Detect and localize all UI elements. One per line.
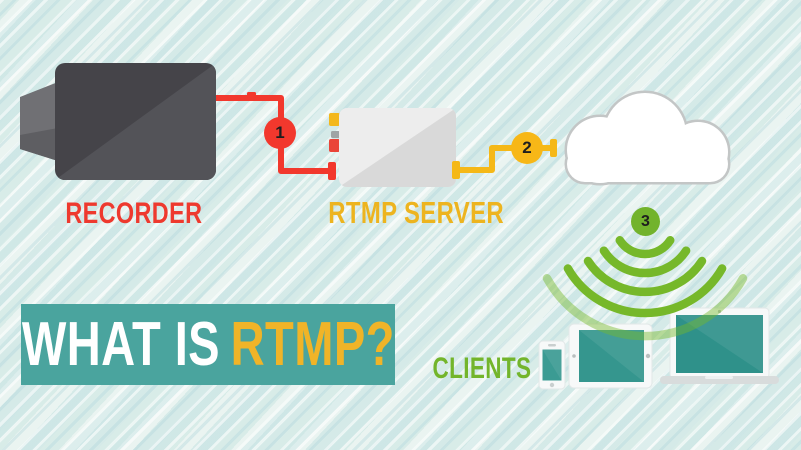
clients-label-text: CLIENTS xyxy=(432,352,532,385)
wifi-signal-icon xyxy=(542,236,748,341)
recorder-label: RECORDER xyxy=(39,197,229,231)
clients-label: CLIENTS xyxy=(416,352,536,386)
step-badge-1: 1 xyxy=(264,117,296,149)
step-badge-3: 3 xyxy=(631,207,660,236)
smartphone-icon xyxy=(538,340,566,390)
laptop-icon xyxy=(660,307,779,384)
rtmp-server-label-text: RTMP SERVER xyxy=(328,195,505,230)
rtmp-server-label: RTMP SERVER xyxy=(302,195,503,231)
recorder-label-text: RECORDER xyxy=(65,197,203,230)
server-box-icon xyxy=(329,108,456,187)
cloud-icon xyxy=(564,90,731,186)
step-badge-2: 2 xyxy=(511,132,543,164)
page-title-primary: WHAT IS xyxy=(21,310,220,379)
tablet-icon xyxy=(568,323,653,389)
video-camera-icon xyxy=(20,63,216,180)
client-devices xyxy=(538,307,779,390)
page-title-accent: RTMP? xyxy=(230,310,395,379)
